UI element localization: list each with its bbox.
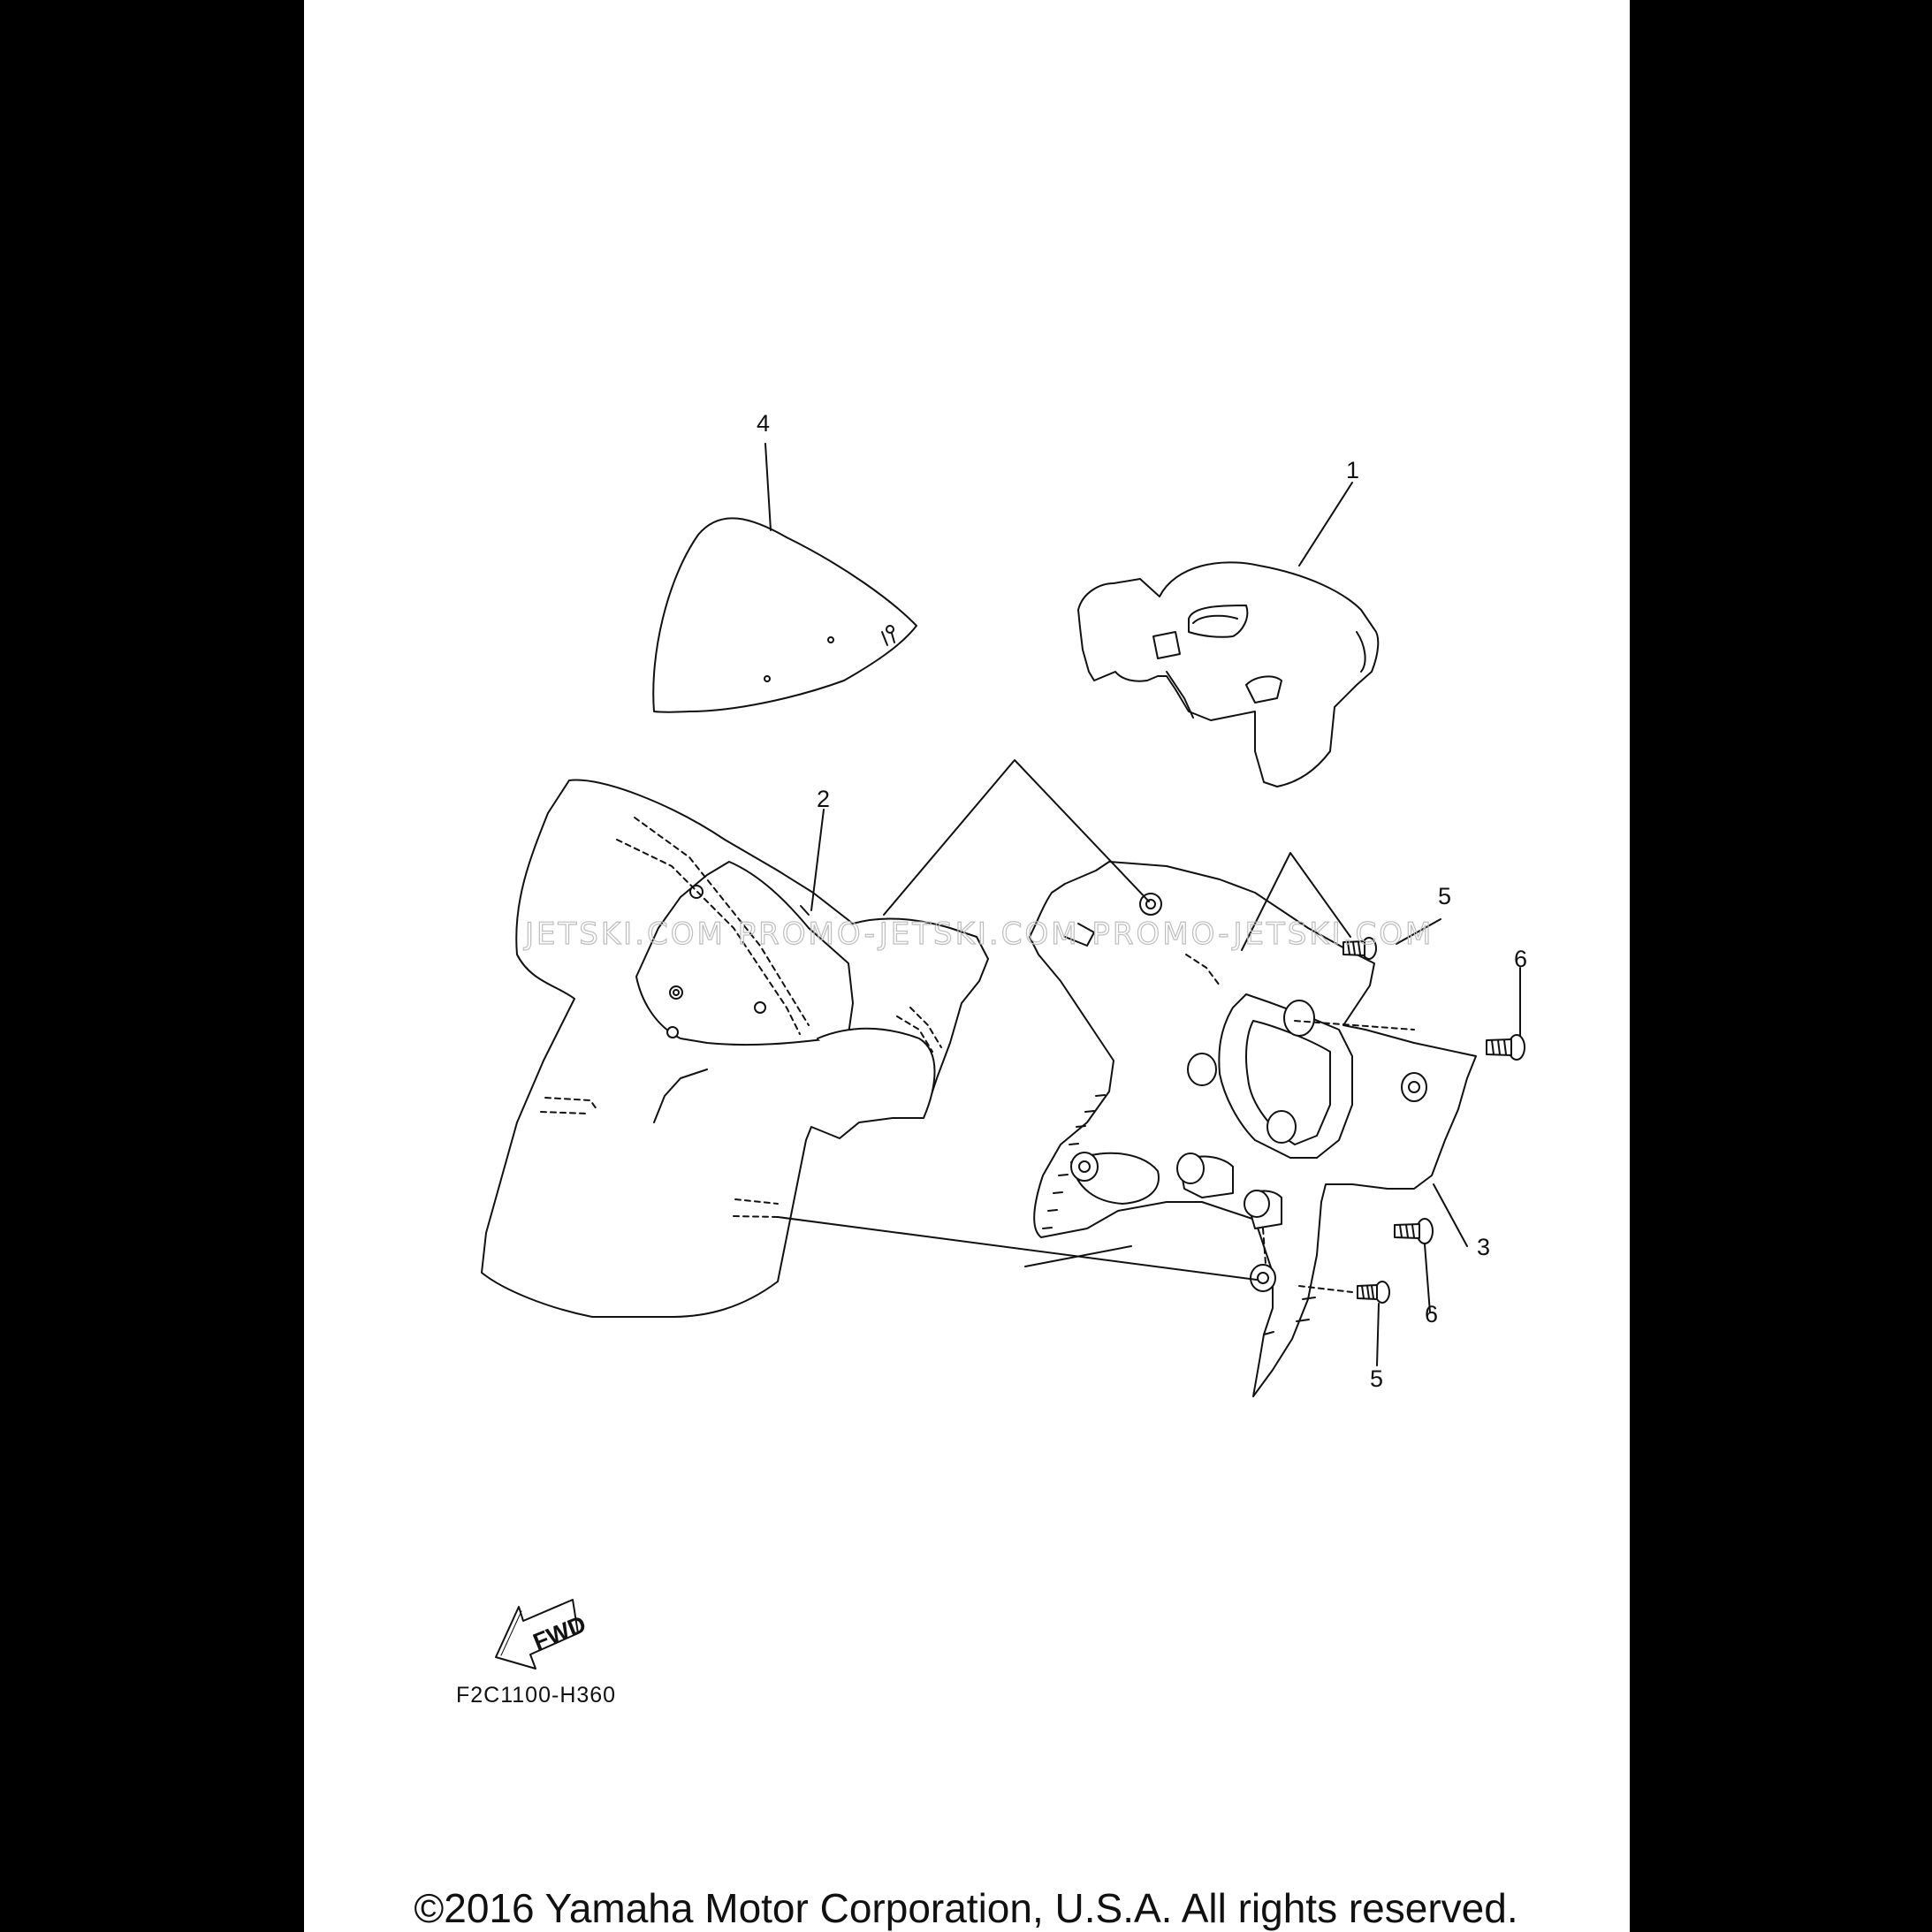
fwd-arrow-icon (495, 1599, 579, 1670)
part-1-handle-cover (1077, 561, 1380, 787)
part-4-cover-cap (652, 517, 917, 713)
callout-6-lower: 6 (1425, 1301, 1438, 1327)
screw-6-upper (1486, 1034, 1525, 1061)
screw-6-lower (1394, 1218, 1434, 1244)
copyright-notice: ©2016 Yamaha Motor Corporation, U.S.A. A… (414, 1885, 1518, 1931)
callout-1: 1 (1346, 457, 1359, 483)
part-2-panel (481, 779, 989, 1318)
part-3-side-panel (1029, 861, 1477, 1397)
callout-5-upper: 5 (1438, 883, 1451, 909)
screw-5-lower (1357, 1281, 1390, 1304)
callout-5-lower: 5 (1370, 1365, 1383, 1392)
callout-2: 2 (817, 786, 830, 812)
callout-4: 4 (757, 410, 770, 437)
leader-lines (764, 443, 1521, 1366)
watermark-text: JETSKI.COM PROMO-JETSKI.COM PROMO-JETSKI… (523, 917, 1434, 952)
drawing-code: F2C1100-H360 (456, 1683, 617, 1708)
hidden-line-projections (540, 817, 1415, 1293)
screw-5-upper (1343, 937, 1377, 960)
callout-3: 3 (1477, 1234, 1490, 1260)
callout-6-upper: 6 (1514, 946, 1527, 972)
